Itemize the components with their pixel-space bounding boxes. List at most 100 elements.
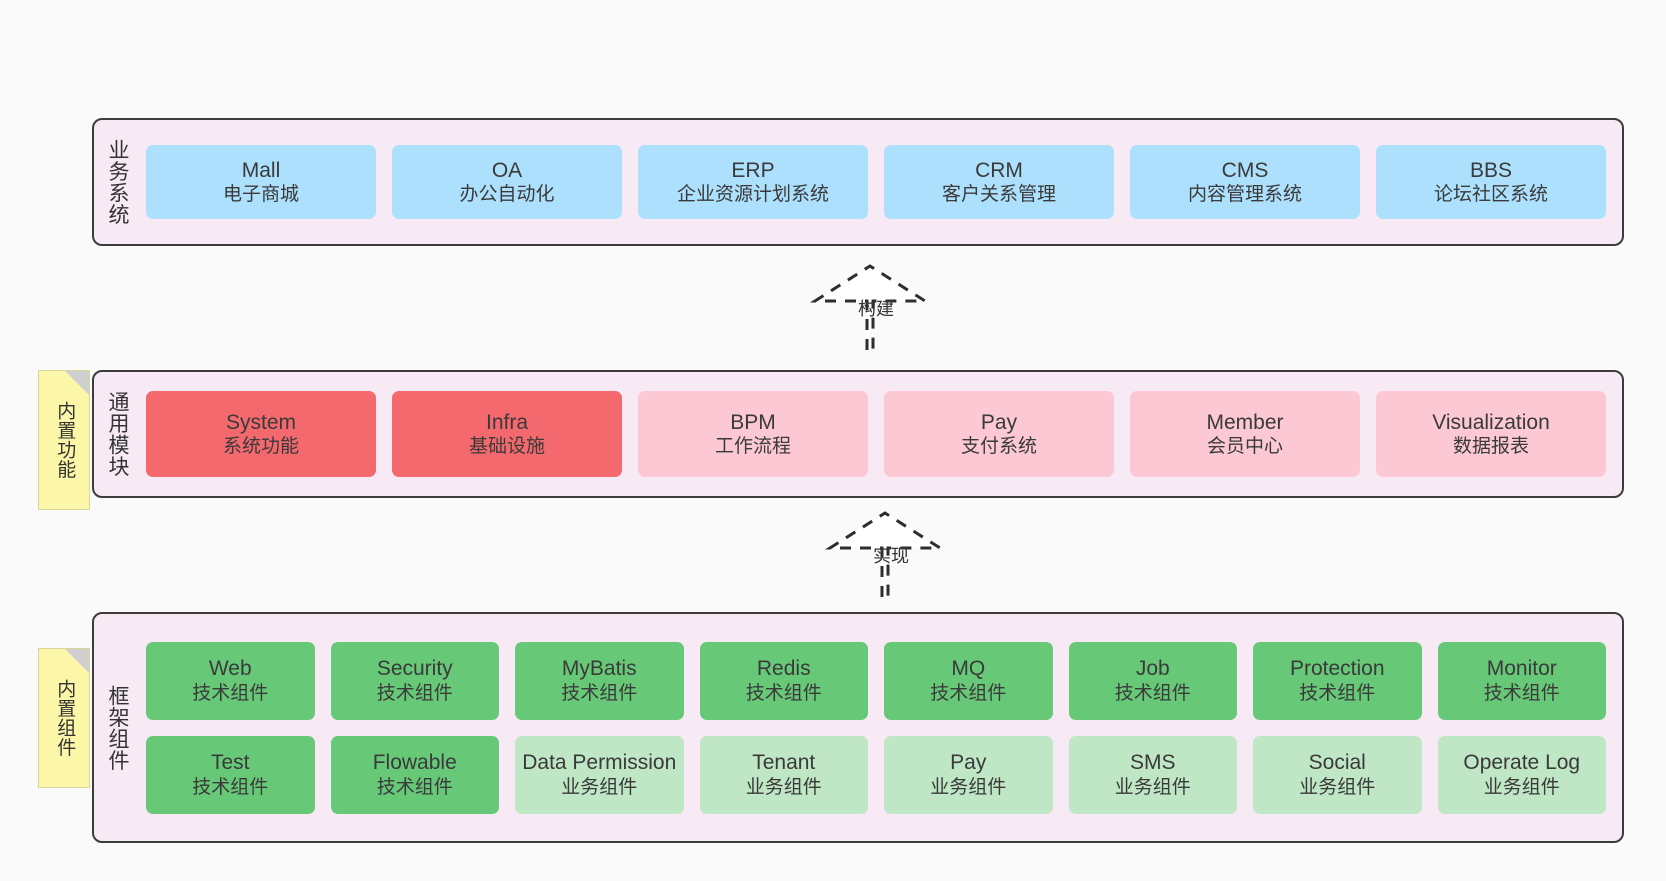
node-test[interactable]: Test 技术组件 — [146, 735, 315, 814]
layer-body-business-system: Mall 电子商城 OA 办公自动化 ERP 企业资源计划系统 CRM 客户关系… — [140, 120, 1622, 244]
dashed-hollow-arrow-up-icon — [809, 264, 931, 350]
node-label-cn: 会员中心 — [1206, 436, 1283, 458]
node-infra[interactable]: Infra 基础设施 — [392, 391, 622, 477]
node-redis[interactable]: Redis 技术组件 — [699, 641, 868, 720]
node-label-cn: 工作流程 — [714, 436, 791, 458]
node-label-en: Member — [1206, 410, 1284, 434]
node-label-cn: 技术组件 — [1114, 682, 1191, 704]
node-label-cn: 业务组件 — [745, 776, 822, 798]
node-label-en: Pay — [950, 751, 987, 775]
node-label-cn: 技术组件 — [1483, 682, 1560, 704]
node-label-en: Web — [208, 657, 252, 681]
node-label-en: Visualization — [1432, 410, 1550, 434]
node-data-permission[interactable]: Data Permission 业务组件 — [515, 735, 684, 814]
node-label-cn: 企业资源计划系统 — [676, 184, 829, 206]
node-crm[interactable]: CRM 客户关系管理 — [884, 145, 1114, 219]
connector-implement-label: 实现 — [873, 546, 909, 566]
layer-title-framework-component: 框架组件 — [105, 684, 129, 771]
node-visualization[interactable]: Visualization 数据报表 — [1376, 391, 1606, 477]
connector-build — [795, 258, 945, 358]
layer-business-system[interactable]: 业务系统 Mall 电子商城 OA 办公自动化 ERP 企业资源计划系统 CRM… — [92, 118, 1624, 246]
sticky-note-builtin-function: 内置功能 — [38, 370, 90, 510]
node-label-en: Redis — [756, 657, 811, 681]
connector-build-label: 构建 — [858, 299, 894, 319]
node-label-cn: 技术组件 — [192, 776, 269, 798]
node-label-en: CMS — [1221, 158, 1269, 182]
sticky-note-builtin-component: 内置组件 — [38, 648, 90, 788]
node-label-en: Job — [1135, 657, 1170, 681]
layer-framework-component[interactable]: 框架组件 Web 技术组件 Security 技术组件 MyBatis 技术组件… — [92, 612, 1624, 843]
node-label-en: Flowable — [372, 751, 457, 775]
node-label-en: MyBatis — [561, 657, 637, 681]
node-pay[interactable]: Pay 支付系统 — [884, 391, 1114, 477]
node-pay-business[interactable]: Pay 业务组件 — [884, 735, 1053, 814]
layer-title-business-system: 业务系统 — [105, 139, 129, 225]
node-label-cn: 业务组件 — [561, 776, 638, 798]
node-social[interactable]: Social 业务组件 — [1253, 735, 1422, 814]
node-mq[interactable]: MQ 技术组件 — [884, 641, 1053, 720]
sticky-note-label: 内置功能 — [54, 401, 76, 479]
node-label-cn: 业务组件 — [1299, 776, 1376, 798]
node-label-cn: 业务组件 — [1483, 776, 1560, 798]
node-label-en: Data Permission — [522, 751, 677, 775]
layer-body-common-module: System 系统功能 Infra 基础设施 BPM 工作流程 Pay 支付系统… — [140, 372, 1622, 496]
node-label-cn: 技术组件 — [192, 682, 269, 704]
node-row: Mall 电子商城 OA 办公自动化 ERP 企业资源计划系统 CRM 客户关系… — [146, 145, 1606, 219]
connector-implement — [810, 505, 960, 605]
node-bbs[interactable]: BBS 论坛社区系统 — [1376, 145, 1606, 219]
node-erp[interactable]: ERP 企业资源计划系统 — [638, 145, 868, 219]
node-oa[interactable]: OA 办公自动化 — [392, 145, 622, 219]
node-row: Web 技术组件 Security 技术组件 MyBatis 技术组件 Redi… — [146, 641, 1606, 720]
node-label-cn: 办公自动化 — [459, 184, 555, 206]
node-label-cn: 电子商城 — [222, 184, 299, 206]
node-label-cn: 技术组件 — [561, 682, 638, 704]
node-label-cn: 技术组件 — [1299, 682, 1376, 704]
layer-common-module[interactable]: 通用模块 System 系统功能 Infra 基础设施 BPM 工作流程 Pay… — [92, 370, 1624, 498]
node-label-cn: 系统功能 — [222, 436, 299, 458]
node-label-cn: 论坛社区系统 — [1433, 184, 1548, 206]
node-label-cn: 技术组件 — [376, 776, 453, 798]
node-label-en: BBS — [1469, 158, 1513, 182]
node-mybatis[interactable]: MyBatis 技术组件 — [515, 641, 684, 720]
node-label-cn: 数据报表 — [1452, 436, 1529, 458]
node-label-en: Test — [210, 751, 250, 775]
node-label-cn: 技术组件 — [930, 682, 1007, 704]
node-label-en: BPM — [730, 410, 776, 434]
node-cms[interactable]: CMS 内容管理系统 — [1130, 145, 1360, 219]
node-web[interactable]: Web 技术组件 — [146, 641, 315, 720]
node-label-cn: 内容管理系统 — [1187, 184, 1302, 206]
node-bpm[interactable]: BPM 工作流程 — [638, 391, 868, 477]
layer-body-framework-component: Web 技术组件 Security 技术组件 MyBatis 技术组件 Redi… — [140, 614, 1622, 841]
node-job[interactable]: Job 技术组件 — [1068, 641, 1237, 720]
node-label-en: Operate Log — [1463, 751, 1581, 775]
node-tenant[interactable]: Tenant 业务组件 — [699, 735, 868, 814]
node-system[interactable]: System 系统功能 — [146, 391, 376, 477]
node-security[interactable]: Security 技术组件 — [330, 641, 499, 720]
node-label-cn: 客户关系管理 — [941, 184, 1056, 206]
node-label-en: Protection — [1289, 657, 1385, 681]
node-operate-log[interactable]: Operate Log 业务组件 — [1437, 735, 1606, 814]
node-label-cn: 技术组件 — [745, 682, 822, 704]
node-row: System 系统功能 Infra 基础设施 BPM 工作流程 Pay 支付系统… — [146, 391, 1606, 477]
node-member[interactable]: Member 会员中心 — [1130, 391, 1360, 477]
node-label-cn: 基础设施 — [468, 436, 545, 458]
node-sms[interactable]: SMS 业务组件 — [1068, 735, 1237, 814]
page-fold-icon — [65, 649, 89, 673]
node-label-en: Tenant — [752, 751, 816, 775]
node-label-en: Social — [1308, 751, 1366, 775]
node-label-cn: 业务组件 — [1114, 776, 1191, 798]
node-label-en: OA — [491, 158, 523, 182]
node-flowable[interactable]: Flowable 技术组件 — [330, 735, 499, 814]
node-label-en: SMS — [1129, 751, 1176, 775]
node-label-en: System — [225, 410, 296, 434]
node-label-en: Mall — [241, 158, 281, 182]
node-row: Test 技术组件 Flowable 技术组件 Data Permission … — [146, 735, 1606, 814]
node-mall[interactable]: Mall 电子商城 — [146, 145, 376, 219]
node-label-en: Infra — [485, 410, 529, 434]
node-label-en: MQ — [951, 657, 986, 681]
node-label-en: Security — [376, 657, 453, 681]
node-protection[interactable]: Protection 技术组件 — [1253, 641, 1422, 720]
node-monitor[interactable]: Monitor 技术组件 — [1437, 641, 1606, 720]
node-label-en: Pay — [980, 410, 1018, 434]
node-label-cn: 业务组件 — [930, 776, 1007, 798]
